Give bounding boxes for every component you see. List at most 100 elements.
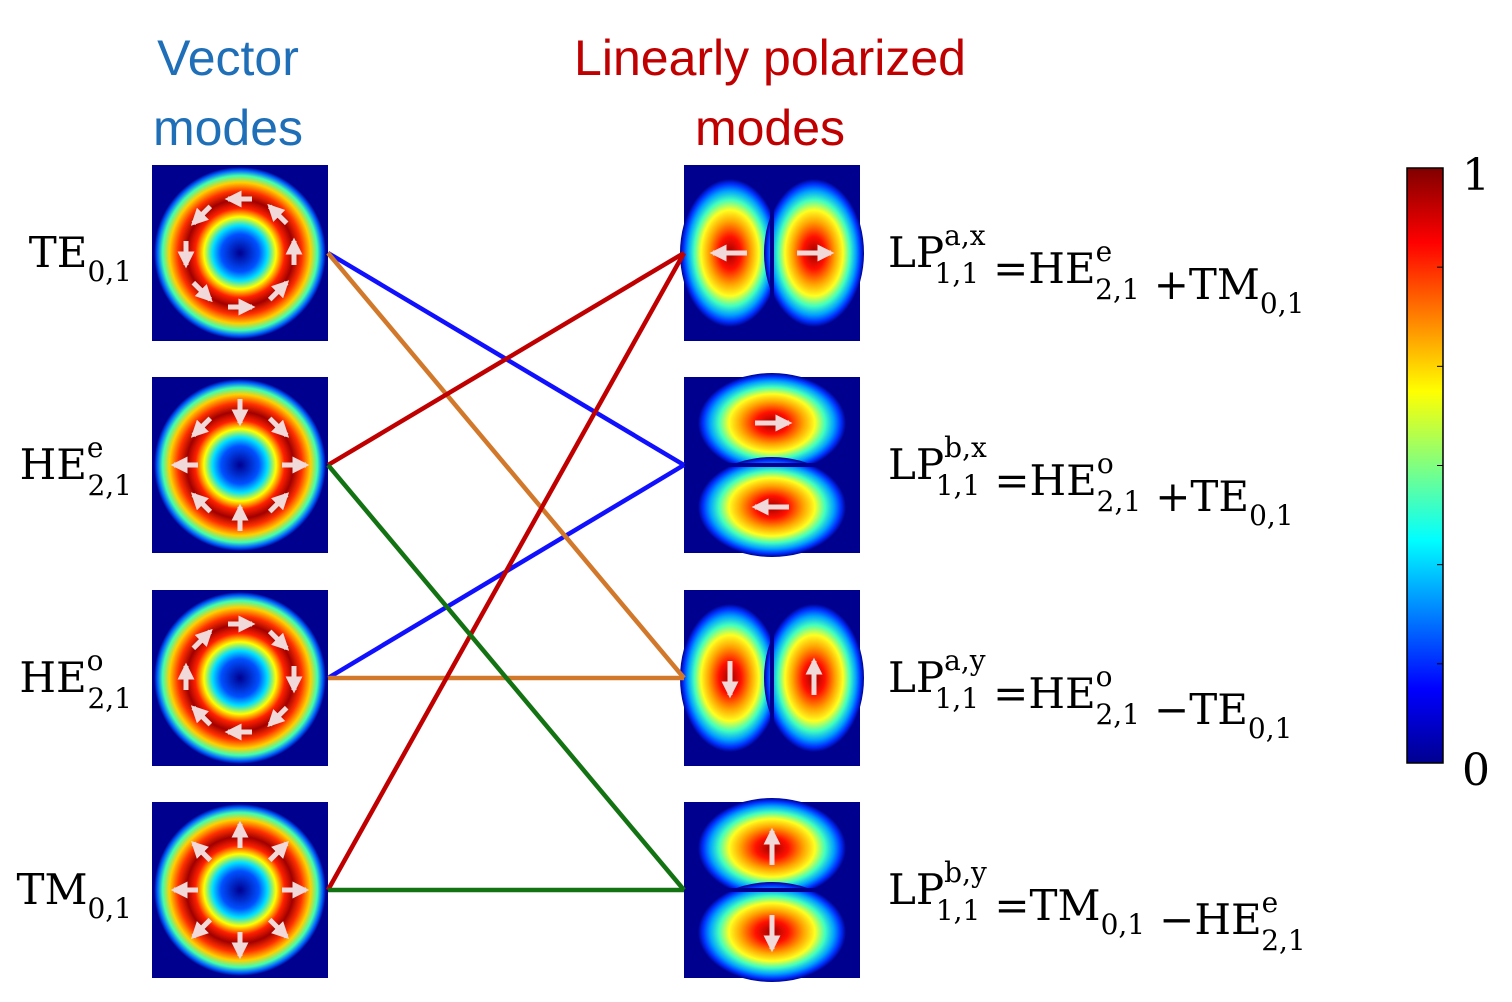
lp-mode-name: LP (888, 653, 944, 702)
polarization-arrow (190, 705, 213, 727)
polarization-arrow (267, 917, 290, 940)
colorbar-ticks (1437, 266, 1443, 665)
polarization-arrow (267, 492, 290, 514)
lp-mode-subscript: 1,1 (935, 682, 980, 715)
operator: − (1154, 685, 1189, 734)
connection-lines (326, 251, 686, 893)
vector-mode-label: TM0,1 (16, 865, 132, 925)
polarization-arrow (191, 628, 213, 651)
polarization-arrow (191, 280, 213, 303)
term-2-subscript: 0,1 (1260, 287, 1305, 320)
polarization-arrow (267, 416, 290, 438)
colorbar-max-label: 1 (1462, 150, 1490, 201)
mode-superscript: e (87, 431, 104, 464)
term-1-name: TM (1030, 881, 1101, 930)
term-1-superscript: o (1097, 447, 1114, 480)
vector-mode-panel (152, 802, 328, 978)
term-1-name: HE (1028, 244, 1095, 293)
colorbar: 1 0 (1406, 150, 1490, 796)
colorbar-min-label: 0 (1462, 745, 1490, 796)
polarization-arrow (190, 416, 213, 438)
lp-modes-heading-line1: Linearly polarized (574, 30, 966, 86)
lp-equation: LPb,y 1,1 =TM0,1−HEe 2,1 (888, 856, 1306, 957)
equals-sign: = (994, 456, 1029, 505)
operator: − (1159, 895, 1194, 944)
term-2-name: HE (1194, 895, 1261, 944)
lp-mode-name: LP (888, 865, 944, 914)
term-2-subscript: 2,1 (1261, 924, 1306, 957)
term-2-subscript: 0,1 (1248, 712, 1293, 745)
polarization-arrow (267, 629, 290, 651)
mode-subscript: 2,1 (87, 469, 132, 502)
mode-name: TM (16, 865, 87, 914)
mode-superscript: o (87, 644, 104, 677)
connection-line (326, 251, 686, 467)
vector-mode-label: HEe 2,1 (20, 431, 132, 502)
lp-mode-panels (680, 165, 864, 982)
mode-subscript: 0,1 (87, 892, 132, 925)
lp-mode-panel (680, 590, 864, 766)
vector-mode-label: TE0,1 (29, 228, 132, 288)
lp-mode-name: LP (888, 228, 944, 277)
vector-mode-panels (152, 165, 328, 978)
vector-mode-label: HEo 2,1 (19, 644, 132, 715)
term-2-name: TE (1190, 472, 1249, 521)
lp-modes-heading-line2: modes (695, 100, 845, 156)
vector-modes-heading-line1: Vector (157, 30, 299, 86)
term-1-name: HE (1030, 456, 1097, 505)
term-1-subscript: 2,1 (1097, 485, 1142, 518)
operator: + (1155, 472, 1190, 521)
lp-mode-superscript: a,y (944, 644, 986, 677)
polarization-arrow (267, 280, 290, 302)
lp-mode-subscript: 1,1 (936, 469, 981, 502)
polarization-arrow (190, 840, 213, 863)
lp-mode-panel (684, 798, 860, 982)
lp-mode-name: LP (888, 440, 944, 489)
term-1-subscript: 2,1 (1095, 698, 1140, 731)
lp-equation: LPb,x 1,1 =HEo 2,1 +TE0,1 (888, 431, 1294, 532)
connection-line (326, 463, 686, 892)
lp-equation: LPa,y 1,1 =HEo 2,1−TE0,1 (888, 644, 1292, 745)
term-1-name: HE (1028, 669, 1095, 718)
equals-sign: = (994, 881, 1029, 930)
polarization-arrow (267, 203, 289, 226)
mode-subscript: 0,1 (87, 255, 132, 288)
mode-name: HE (19, 653, 86, 702)
mode-name: TE (29, 228, 88, 277)
lp-mode-panel (684, 373, 860, 557)
term-2-name: TE (1189, 685, 1248, 734)
ring-intensity (154, 167, 326, 339)
term-2-subscript: 0,1 (1249, 499, 1294, 532)
vector-mode-panel (152, 165, 328, 341)
lp-mode-superscript: b,y (944, 856, 987, 889)
polarization-arrow (267, 840, 290, 863)
ring-intensity (154, 592, 326, 764)
term-1-superscript: e (1096, 235, 1113, 268)
term-1-subscript: 2,1 (1095, 273, 1140, 306)
vector-mode-panel (152, 590, 328, 766)
term-1-superscript: o (1096, 660, 1113, 693)
equals-sign: = (993, 669, 1028, 718)
polarization-arrow (267, 705, 289, 728)
term-1-subscript: 0,1 (1101, 908, 1146, 941)
polarization-arrow (190, 492, 213, 514)
operator: + (1154, 260, 1189, 309)
lp-mode-subscript: 1,1 (936, 894, 981, 927)
lp-mode-subscript: 1,1 (935, 257, 980, 290)
term-2-superscript: e (1262, 886, 1279, 919)
equals-sign: = (993, 244, 1028, 293)
mode-subscript: 2,1 (87, 682, 132, 715)
mode-name: HE (20, 440, 87, 489)
lp-mode-superscript: b,x (944, 431, 987, 464)
lp-mode-panel (680, 165, 864, 341)
vector-modes-heading-line2: modes (153, 100, 303, 156)
vector-mode-panel (152, 377, 328, 553)
connection-line (326, 251, 686, 892)
term-2-name: TM (1189, 260, 1260, 309)
polarization-arrow (190, 204, 213, 226)
